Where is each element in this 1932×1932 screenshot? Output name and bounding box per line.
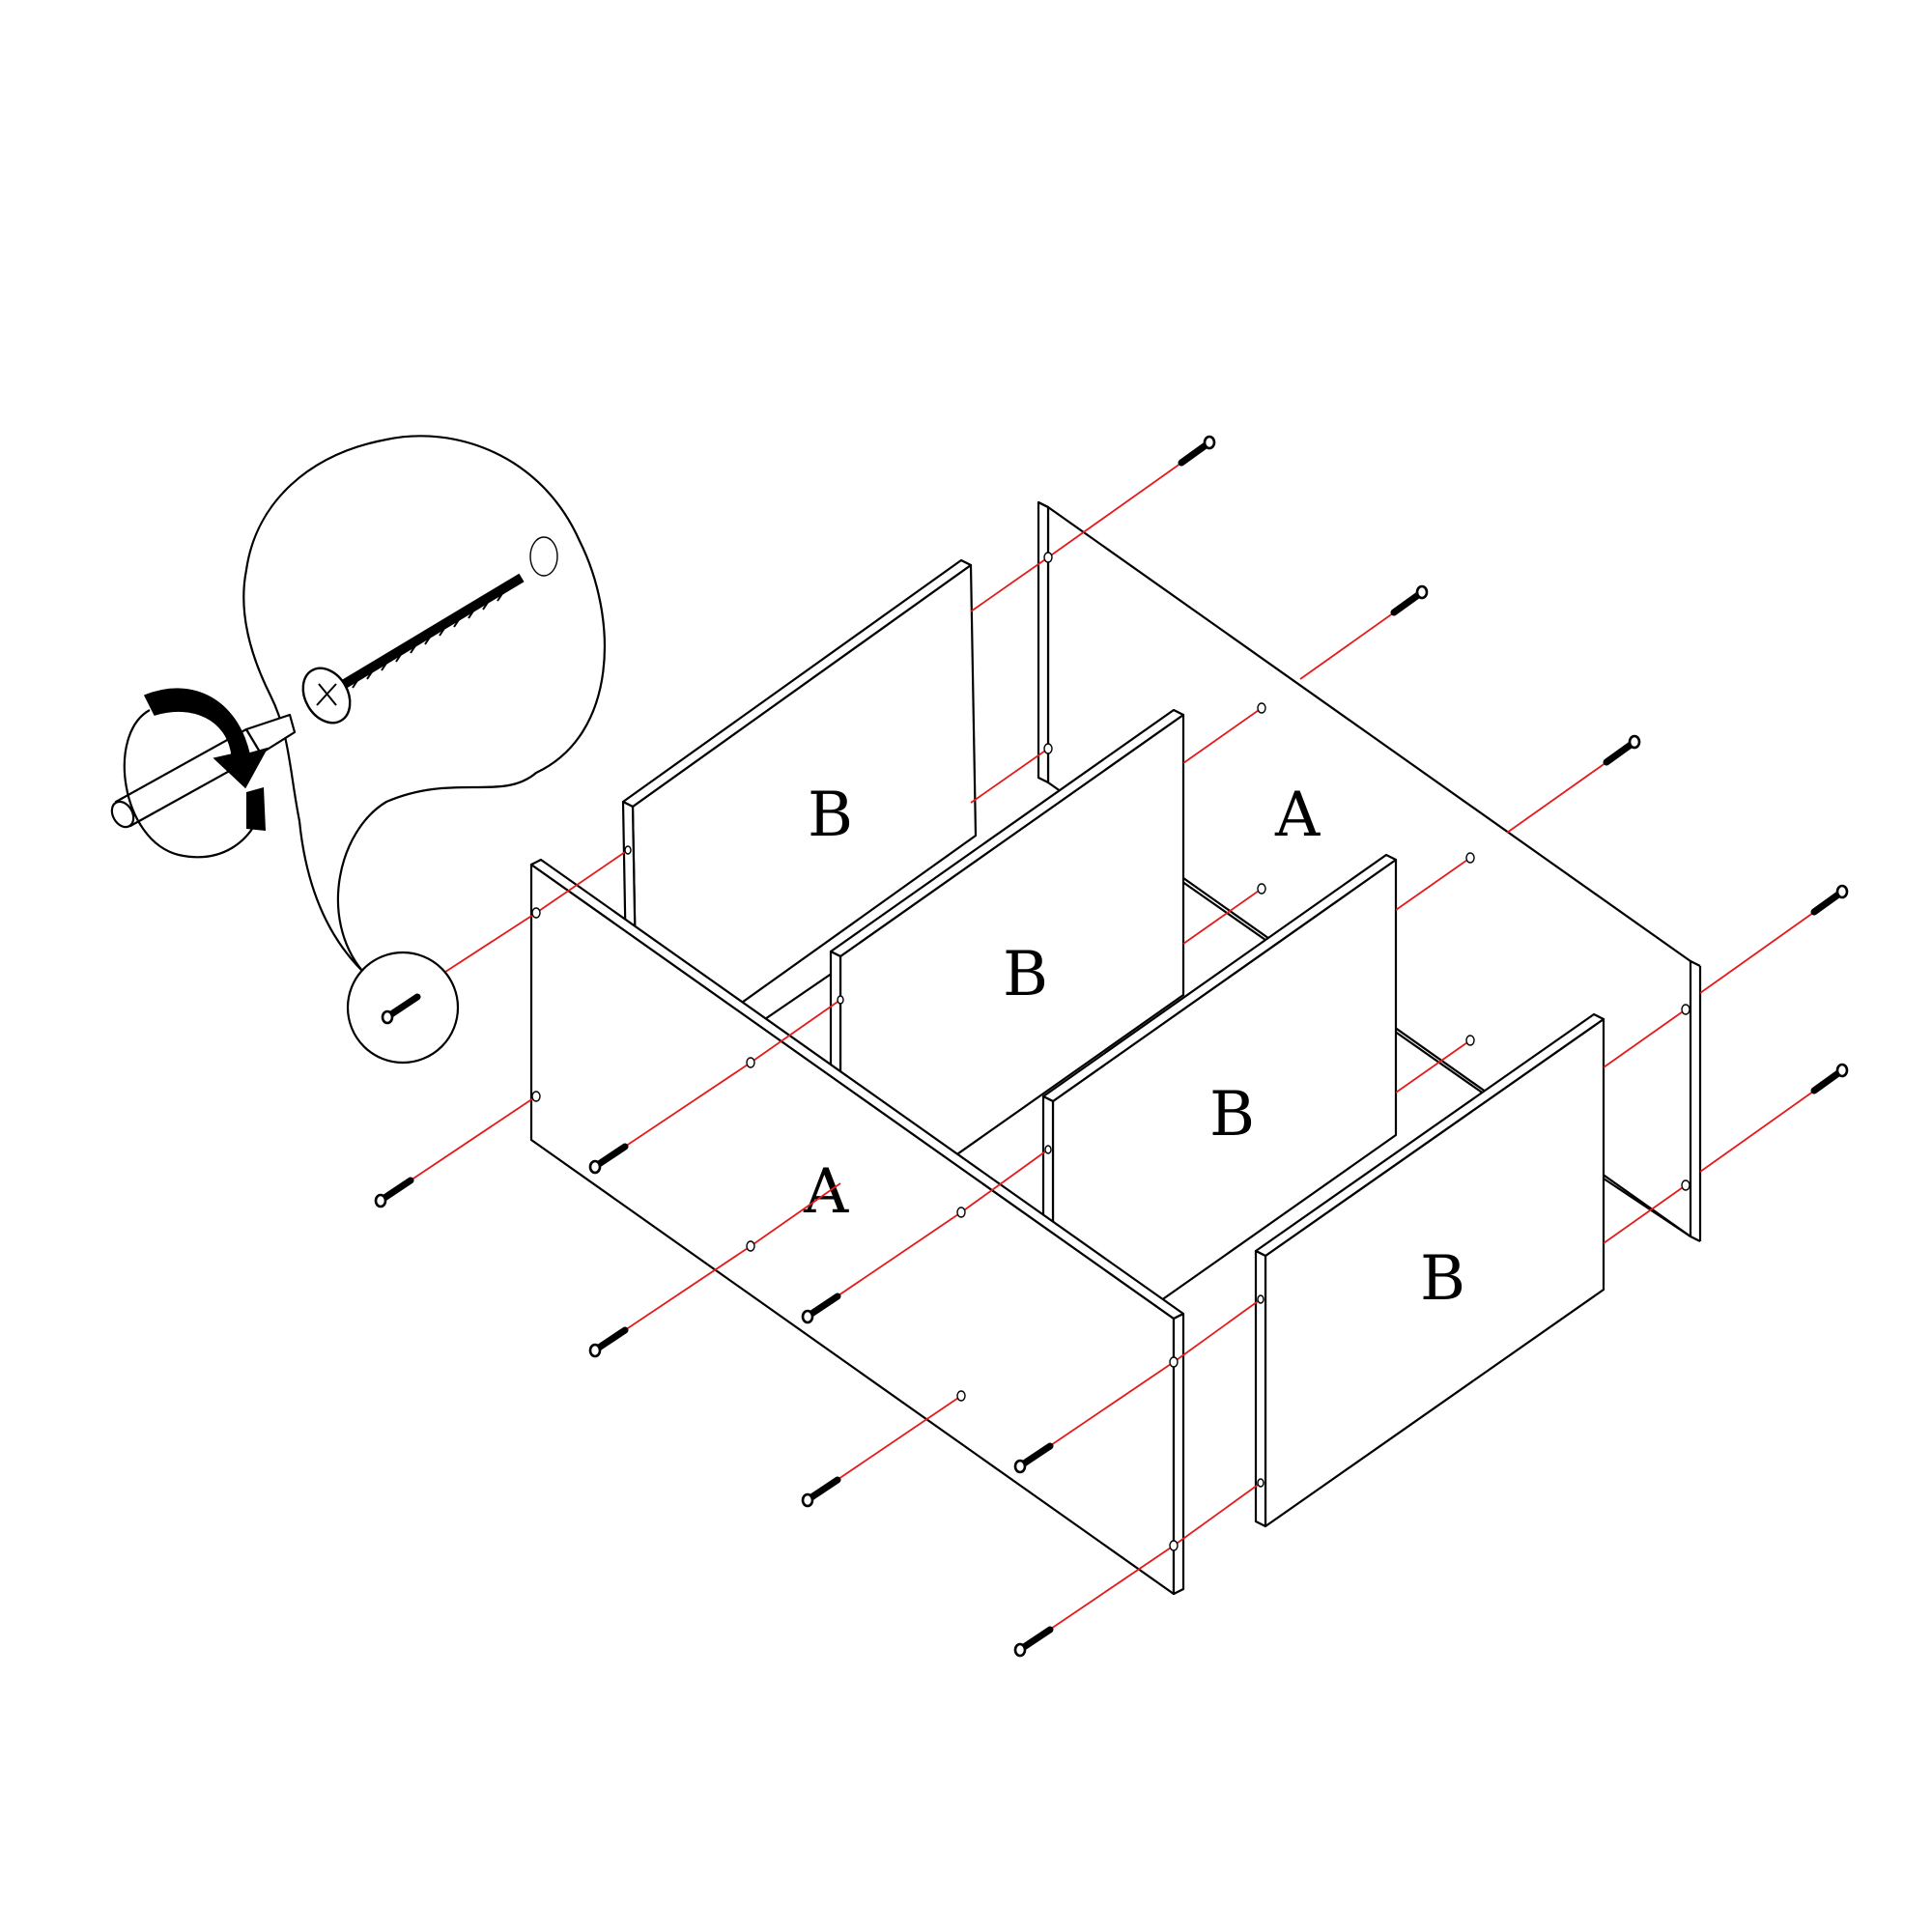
screw-icon — [374, 1177, 414, 1208]
screw-icon — [1603, 734, 1641, 766]
panel-b-front-right-label: B — [1420, 1243, 1465, 1315]
panel-a-front: A — [529, 858, 1185, 1596]
panel-b-mid-right: B — [1041, 853, 1398, 1378]
screw-icon — [1810, 884, 1849, 916]
screw-icon — [1013, 1442, 1054, 1474]
screw-icon — [1178, 435, 1216, 467]
panel-b-back-left-label: B — [808, 780, 853, 851]
screw-icon — [1390, 584, 1429, 616]
panel-a-front-label: A — [803, 1156, 849, 1228]
panel-b-front-right: B — [1254, 1012, 1605, 1528]
screw-icon — [381, 993, 421, 1025]
callout-hole — [529, 536, 558, 577]
panel-a-back-label: A — [1274, 780, 1321, 851]
callout-detail — [110, 435, 606, 1065]
panel-b-mid-left-label: B — [1003, 939, 1048, 1010]
screw-icon — [1810, 1063, 1849, 1094]
screw-icon — [588, 1143, 629, 1175]
callout-magnifier — [242, 435, 606, 972]
screw-icon — [1013, 1626, 1054, 1658]
rotate-clockwise-icon — [123, 688, 269, 859]
screw-icon — [801, 1293, 841, 1324]
screw-icon — [588, 1326, 629, 1358]
screw-icon — [801, 1476, 841, 1508]
screwdriver-icon — [110, 713, 297, 829]
holes — [531, 552, 1690, 1551]
panel-b-mid-right-label: B — [1209, 1079, 1255, 1151]
panel-b-mid-left: B — [829, 708, 1185, 1238]
screw-icon — [301, 573, 525, 724]
